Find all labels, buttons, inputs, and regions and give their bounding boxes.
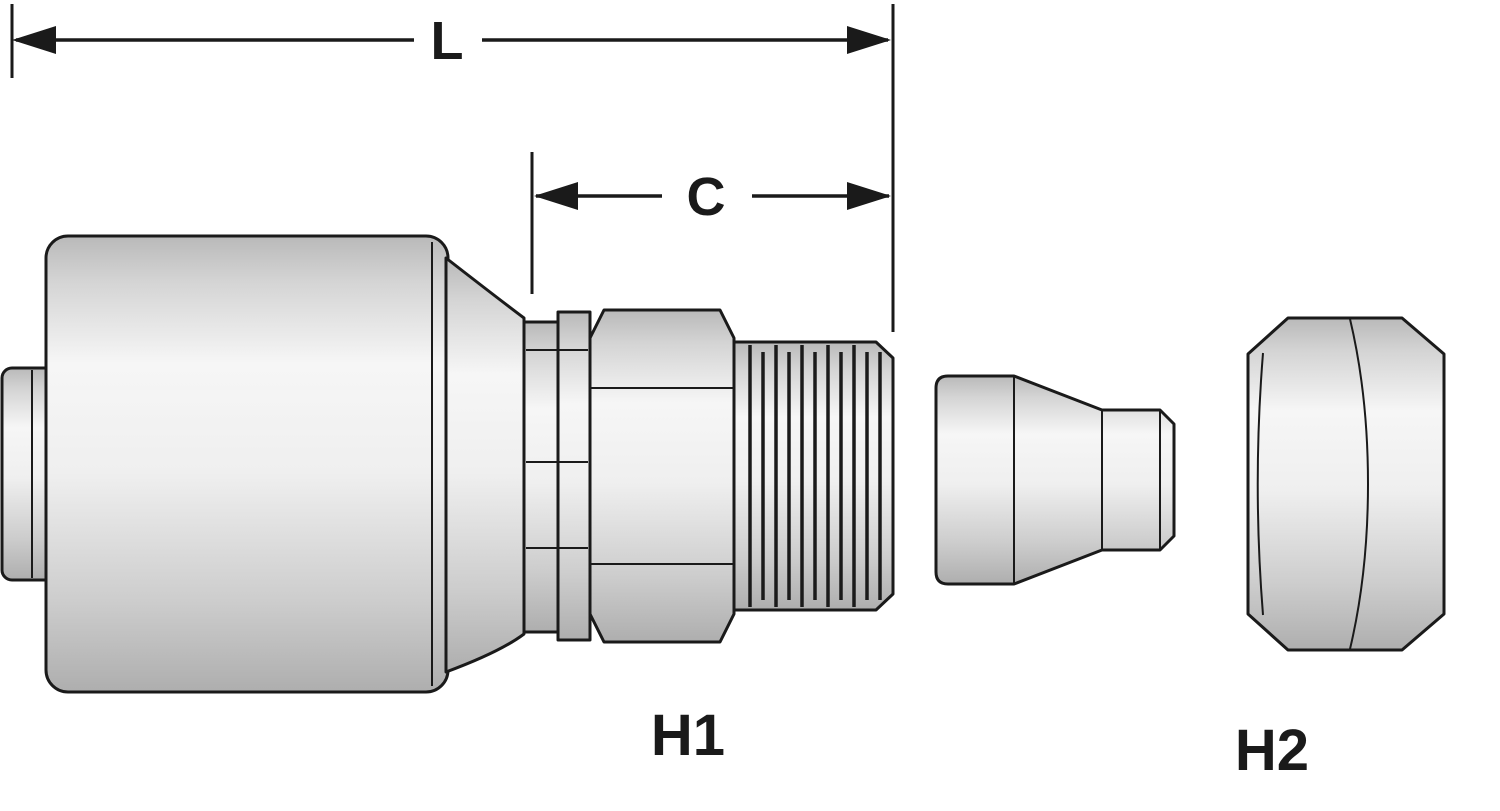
dimension-L: L xyxy=(10,4,895,332)
arrowhead-c-right-icon xyxy=(847,182,891,210)
hex-nut-h2 xyxy=(1246,316,1446,652)
crimp-shell xyxy=(44,234,450,694)
part-label-h1: H1 xyxy=(651,703,725,768)
collar-detail-lines xyxy=(526,349,588,549)
threaded-end xyxy=(732,340,895,612)
thread-lines xyxy=(748,345,882,607)
dim-label-L: L xyxy=(431,11,464,71)
arrowhead-right-icon xyxy=(847,26,891,54)
dim-label-C: C xyxy=(687,167,726,227)
shell-cone xyxy=(444,256,526,674)
collar-rings xyxy=(522,310,592,642)
arrowhead-left-icon xyxy=(12,26,56,54)
hex-nut-h1 xyxy=(588,308,736,644)
arrowhead-c-left-icon xyxy=(534,182,578,210)
flare-nipple xyxy=(934,374,1176,586)
dimension-C: C xyxy=(530,152,891,294)
part-label-h2: H2 xyxy=(1235,718,1309,783)
